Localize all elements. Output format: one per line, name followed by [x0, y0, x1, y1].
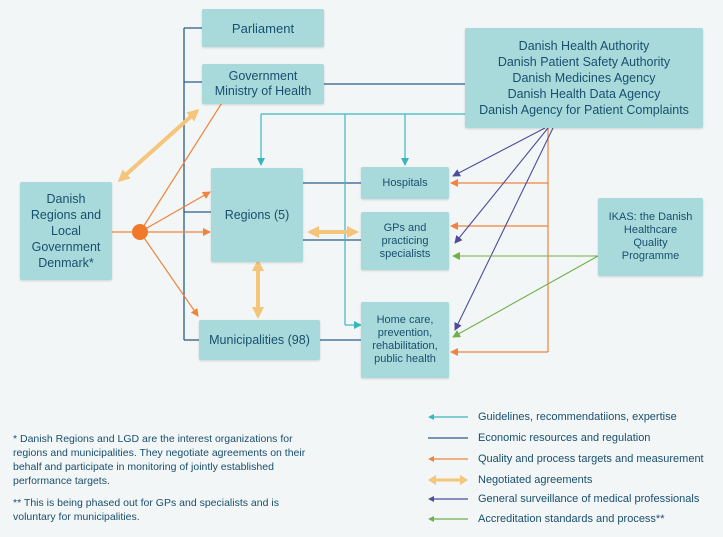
node-ikas-label: IKAS: the Danish Healthcare Quality Prog…: [608, 211, 693, 262]
node-hospitals: Hospitals: [361, 167, 449, 199]
node-danish-regions-label: Danish Regions and Local Government Denm…: [30, 192, 102, 270]
qual-hub-regions2: [139, 191, 211, 233]
legend-economic-icon: [428, 437, 468, 439]
neg-gov-dr: [117, 108, 200, 183]
legend-surveillance-label: General surveillance of medical professi…: [478, 493, 700, 505]
legend-item-economic: Economic resources and regulation: [428, 430, 650, 446]
hub-node: [132, 224, 148, 240]
node-agencies: Danish Health Authority Danish Patient S…: [465, 28, 703, 128]
surv-to-hospitals: [452, 127, 546, 177]
legend-accreditation-icon: [428, 516, 468, 522]
legend-guidelines-label: Guidelines, recommendatiions, expertise: [478, 411, 677, 423]
node-parliament: Parliament: [202, 9, 324, 47]
legend-item-surveillance: General surveillance of medical professi…: [428, 491, 699, 507]
surv-to-gps: [454, 127, 549, 244]
node-municipalities: Municipalities (98): [199, 320, 320, 360]
legend-accreditation-label: Accreditation standards and process**: [478, 513, 665, 525]
footnote-2: ** This is being phased out for GPs and …: [13, 497, 279, 523]
qual-hub-municipalities: [139, 231, 199, 317]
legend-item-quality: Quality and process targets and measurem…: [428, 451, 704, 467]
quality-lines: [139, 97, 549, 356]
accreditation-lines: [452, 252, 599, 338]
node-government: Government Ministry of Health: [202, 64, 324, 104]
node-ikas: IKAS: the Danish Healthcare Quality Prog…: [598, 198, 703, 276]
node-government-label: Government Ministry of Health: [214, 69, 312, 98]
guideline-lines: [257, 113, 465, 329]
node-municipalities-label: Municipalities (98): [209, 333, 310, 347]
node-regions: Regions (5): [211, 168, 303, 262]
legend-surveillance-icon: [428, 496, 468, 502]
legend-item-guidelines: Guidelines, recommendatiions, expertise: [428, 409, 677, 425]
legend-negotiated-icon: [428, 475, 468, 485]
legend-quality-icon: [428, 456, 468, 462]
negotiated-arrows: [117, 108, 359, 319]
economic-lines: [183, 27, 465, 341]
node-regions-label: Regions (5): [224, 208, 290, 222]
node-agencies-label: Danish Health Authority Danish Patient S…: [479, 39, 689, 117]
legend-item-negotiated: Negotiated agreements: [428, 472, 592, 488]
node-gps-label: GPs and practicing specialists: [379, 221, 431, 260]
legend-economic-label: Economic resources and regulation: [478, 432, 651, 444]
node-gps: GPs and practicing specialists: [361, 212, 449, 270]
node-hospitals-label: Hospitals: [382, 177, 428, 189]
footnote-1: * Danish Regions and LGD are the interes…: [13, 433, 306, 487]
legend-guidelines-icon: [428, 414, 468, 420]
node-danish-regions: Danish Regions and Local Government Denm…: [20, 182, 112, 280]
surveillance-lines: [452, 127, 554, 331]
node-home-care-label: Home care, prevention, rehabilitation, p…: [372, 314, 438, 365]
legend-negotiated-label: Negotiated agreements: [478, 474, 593, 486]
accr-to-homecare: [452, 255, 599, 338]
legend-item-accreditation: Accreditation standards and process**: [428, 511, 665, 527]
legend-quality-label: Quality and process targets and measurem…: [478, 453, 704, 465]
node-home-care: Home care, prevention, rehabilitation, p…: [361, 302, 449, 378]
node-parliament-label: Parliament: [231, 20, 295, 36]
surv-to-homecare: [454, 127, 554, 331]
